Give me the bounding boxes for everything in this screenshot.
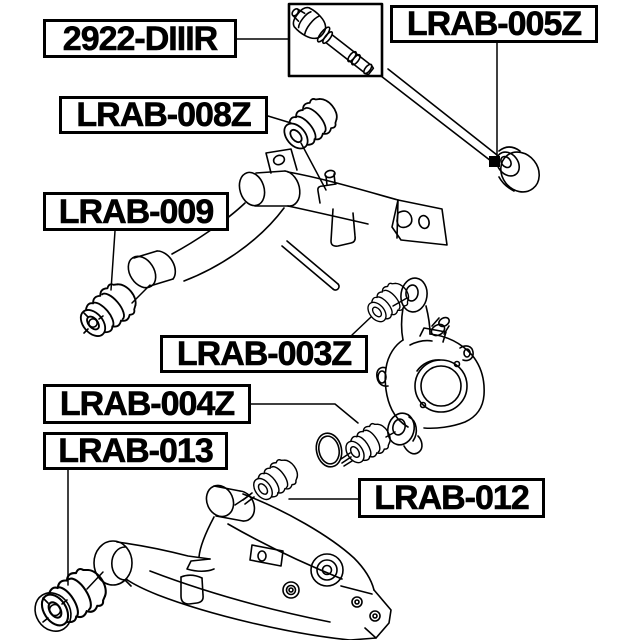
bushing-lrab-003z-drawing — [361, 276, 415, 329]
part-label-lrab-012: LRAB-012 — [358, 478, 545, 518]
bushing-lrab-008z-drawing — [276, 90, 345, 158]
lower-control-arm-drawing — [93, 484, 392, 640]
cv-joint-frame — [287, 2, 384, 78]
part-label-lrab-003z: LRAB-003Z — [160, 335, 368, 373]
part-label-lrab-013: LRAB-013 — [43, 432, 228, 470]
bushing-lrab-004z-drawing — [339, 417, 397, 470]
axial-rod-drawing — [380, 68, 500, 167]
bushing-lrab-009-drawing — [72, 275, 145, 345]
part-label-lrab-005z: LRAB-005Z — [390, 5, 598, 43]
part-label-2922-diiir: 2922-DIIIR — [43, 19, 237, 58]
bushing-lrab-013-drawing — [32, 560, 115, 636]
bushing-lrab-005z-drawing — [495, 146, 540, 193]
part-label-lrab-004z: LRAB-004Z — [43, 384, 251, 424]
cv-joint-drawing — [291, 6, 375, 76]
part-label-lrab-009: LRAB-009 — [43, 192, 229, 231]
pointer-lines — [67, 38, 498, 590]
snap-ring-drawing — [315, 432, 343, 468]
upper-control-arm-drawing — [127, 148, 448, 291]
steering-knuckle-drawing — [376, 277, 485, 455]
part-label-lrab-008z: LRAB-008Z — [59, 96, 268, 134]
rod-position-marker — [489, 156, 500, 167]
